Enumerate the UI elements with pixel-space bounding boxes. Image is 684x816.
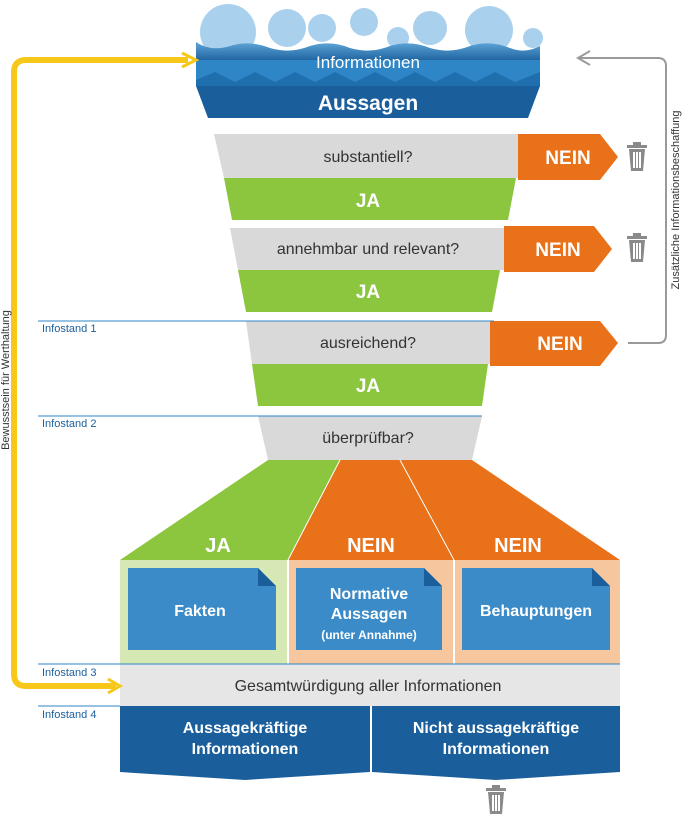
branch-nein-1	[288, 460, 454, 560]
grey-loop	[580, 57, 667, 344]
ja-band	[224, 178, 516, 220]
nein-branch-label-2: NEIN	[494, 535, 542, 557]
waves	[196, 72, 540, 86]
nein-label: NEIN	[537, 334, 582, 355]
question-band	[230, 228, 510, 270]
outcome-right	[372, 706, 620, 780]
water-shape	[196, 42, 540, 62]
right-feedback-loop: Zusätzliche Informationsbeschaffung	[576, 50, 682, 344]
bubbles	[200, 4, 543, 60]
outcome-left-line2: Informationen	[192, 741, 299, 758]
doc-fold	[592, 568, 610, 586]
nein-arrow	[490, 321, 618, 366]
gesamt-label: Gesamtwürdigung aller Informationen	[235, 678, 502, 695]
ja-band	[252, 364, 488, 406]
ja-label: JA	[356, 191, 381, 212]
nein-branch-label-1: NEIN	[347, 535, 395, 557]
ja-label: JA	[356, 376, 381, 397]
outcome-left	[120, 706, 370, 780]
branch-nein-2	[400, 460, 620, 560]
nein-arrow	[504, 226, 612, 272]
question-band	[258, 416, 482, 460]
trash-icon	[627, 142, 647, 171]
ja-band	[238, 270, 500, 312]
infostand-2: Infostand 2	[42, 418, 96, 430]
infostand-markers: Infostand 1 Infostand 2 Infostand 3 Info…	[38, 320, 620, 721]
doc-fold	[258, 568, 276, 586]
top-funnel: Informationen Aussagen	[196, 4, 543, 118]
question-text: ausreichend?	[320, 335, 416, 352]
infostand-1: Infostand 1	[42, 323, 96, 335]
outcome-right-line2: Informationen	[443, 741, 550, 758]
left-feedback-loop: Bewusstsein für Werthaltung	[0, 51, 200, 695]
gesamtwuerdigung: Gesamtwürdigung aller Informationen	[120, 664, 620, 706]
trash-icon	[627, 233, 647, 262]
aussagen-label: Aussagen	[318, 92, 418, 115]
question-text: substantiell?	[324, 149, 413, 166]
step-ausreichend: ausreichend? JA NEIN	[246, 321, 618, 406]
step-ueberpruefbar: überprüfbar?	[258, 416, 482, 460]
right-loop-label: Zusätzliche Informationsbeschaffung	[670, 111, 682, 290]
normative-sub: (unter Annahme)	[321, 628, 417, 642]
arrow-icon	[181, 51, 200, 69]
question-band	[246, 321, 494, 364]
doc-fold	[424, 568, 442, 586]
normative-line2: Aussagen	[331, 606, 407, 623]
outcome-left-line1: Aussagekräftige	[183, 720, 308, 737]
document-icon	[462, 568, 610, 650]
trash-icon	[486, 785, 506, 814]
arrow-icon	[576, 50, 591, 66]
ja-branch-label: JA	[205, 535, 231, 557]
branch-ja	[120, 460, 340, 560]
question-text: annehmbar und relevant?	[277, 241, 459, 258]
informationen-label: Informationen	[316, 53, 420, 72]
yellow-loop	[11, 57, 188, 689]
ja-label: JA	[356, 282, 381, 303]
nein-arrow	[518, 134, 618, 180]
outcome-right-line1: Nicht aussagekräftige	[413, 720, 579, 737]
left-loop-label: Bewusstsein für Werthaltung	[0, 310, 12, 450]
gesamt-band	[120, 664, 620, 706]
nein-label: NEIN	[545, 148, 590, 169]
infostand-3: Infostand 3	[42, 667, 96, 679]
behauptungen-label: Behauptungen	[480, 603, 592, 620]
nein-label: NEIN	[535, 240, 580, 261]
final-outcomes: Aussagekräftige Informationen Nicht auss…	[120, 706, 620, 814]
fakten-label: Fakten	[174, 603, 226, 620]
branches: JA NEIN NEIN Fakten Normative Aussagen (…	[120, 459, 620, 664]
step-annehmbar: annehmbar und relevant? JA NEIN	[230, 226, 647, 312]
document-icon	[128, 568, 276, 650]
aussagen-band	[196, 86, 540, 118]
question-text: überprüfbar?	[322, 430, 414, 447]
step-substantiell: substantiell? JA NEIN	[214, 134, 647, 220]
infostand-4: Infostand 4	[42, 709, 96, 721]
normative-line1: Normative	[330, 586, 408, 603]
question-band	[214, 134, 528, 178]
arrow-icon	[107, 677, 123, 695]
document-icon	[296, 568, 442, 650]
